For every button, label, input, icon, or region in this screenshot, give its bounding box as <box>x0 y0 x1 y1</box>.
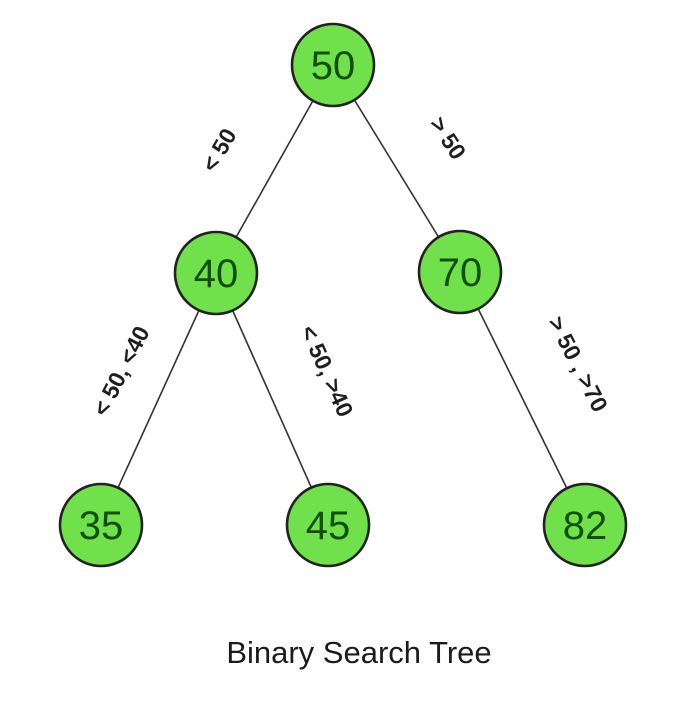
node-value-35: 35 <box>79 504 124 548</box>
edge-label-less-50-greater-40: < 50, >40 <box>295 321 358 420</box>
node-value-45: 45 <box>306 504 351 548</box>
diagram-caption: Binary Search Tree <box>226 635 491 670</box>
node-circle-82 <box>542 482 628 568</box>
edge-40-45 <box>215 272 329 526</box>
node-circle-50 <box>290 22 376 108</box>
node-circle-70 <box>417 229 503 315</box>
edge-label-less-50: < 50 <box>196 124 241 176</box>
tree-node-40: 40 <box>173 230 259 316</box>
edge-label-greater-50: > 50 <box>425 112 472 164</box>
node-circle-40 <box>173 230 259 316</box>
node-value-40: 40 <box>194 252 239 296</box>
tree-node-45: 45 <box>285 482 371 568</box>
node-circle-45 <box>285 482 371 568</box>
edge-label-less-50-less-40: < 50, <40 <box>87 322 154 420</box>
tree-node-82: 82 <box>542 482 628 568</box>
edge-70-82 <box>459 271 586 526</box>
tree-node-70: 70 <box>417 229 503 315</box>
node-value-50: 50 <box>311 44 356 88</box>
edge-40-35 <box>100 272 217 526</box>
node-value-82: 82 <box>563 504 608 548</box>
tree-node-35: 35 <box>58 482 144 568</box>
node-circle-35 <box>58 482 144 568</box>
node-value-70: 70 <box>438 251 483 295</box>
tree-node-50: 50 <box>290 22 376 108</box>
edge-label-greater-50-greater-70: > 50 , >70 <box>543 312 613 416</box>
